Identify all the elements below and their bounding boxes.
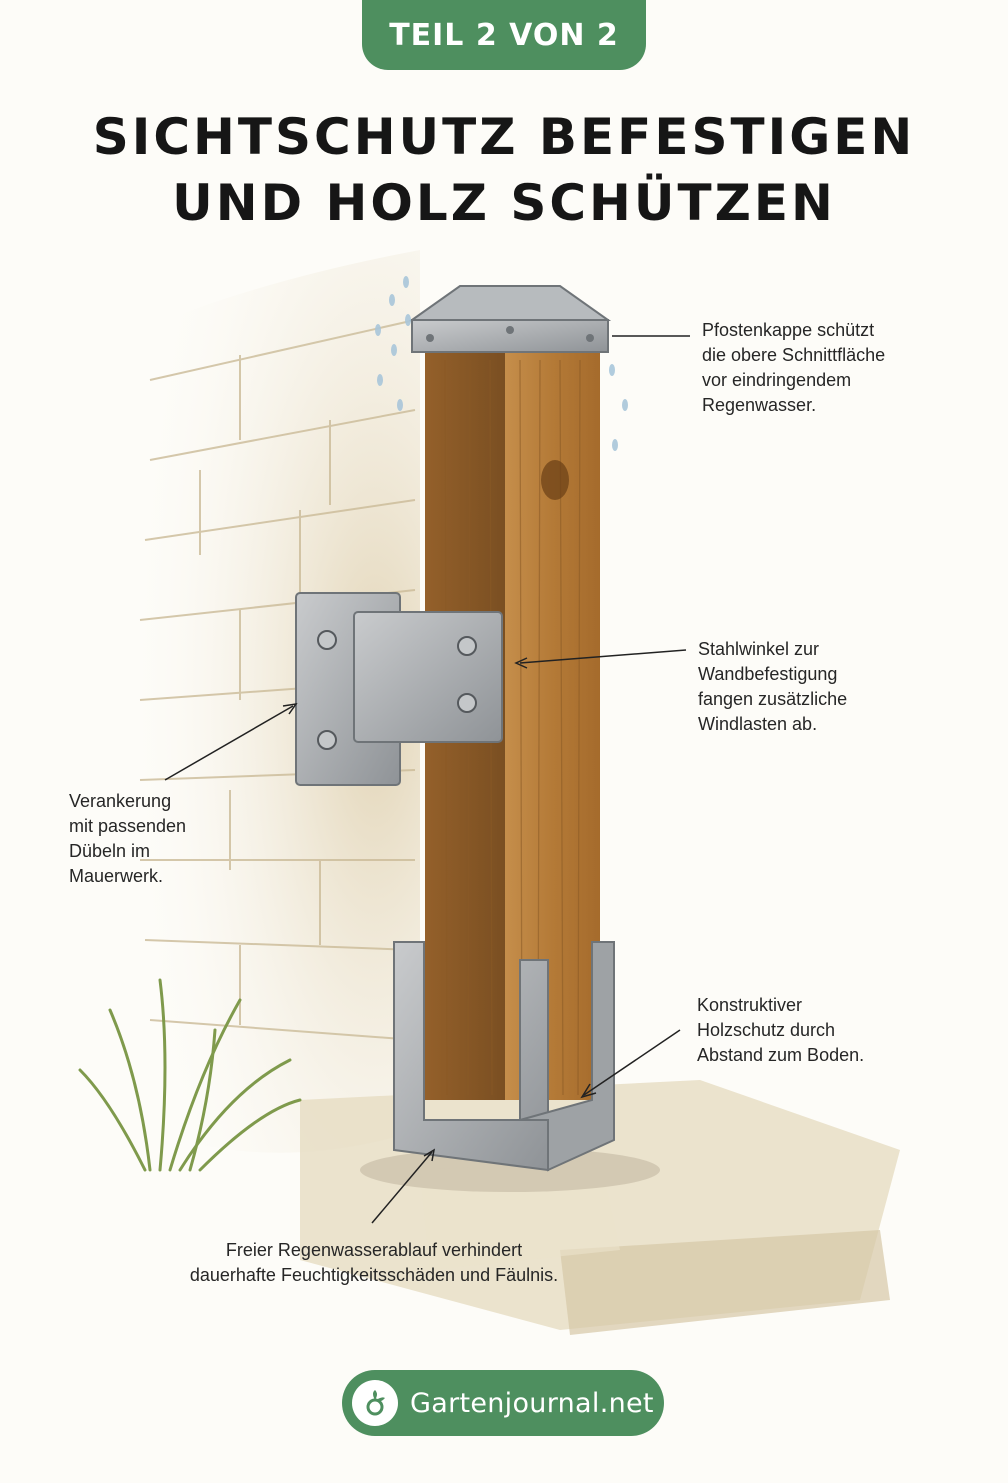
label-line: die obere Schnittfläche xyxy=(702,345,886,365)
label-line: mit passenden xyxy=(69,816,187,836)
label-line: Wandbefestigung xyxy=(698,664,838,684)
label-line: Stahlwinkel zur xyxy=(698,639,820,659)
steel-post-base xyxy=(393,941,615,1172)
label-line: vor eindringendem xyxy=(702,370,852,390)
post-cap xyxy=(408,285,612,353)
wood-knot xyxy=(541,460,569,500)
grass-tuft xyxy=(78,978,302,1172)
callout-lines xyxy=(164,335,690,1224)
label-line: Mauerwerk. xyxy=(69,866,164,886)
label-line: Abstand zum Boden. xyxy=(697,1045,865,1065)
part-badge: TEIL 2 VON 2 xyxy=(362,0,646,70)
label-drainage: Freier Regenwasserablauf verhindert daue… xyxy=(0,1238,748,1288)
title-line-2: UND HOLZ SCHÜTZEN xyxy=(172,174,836,232)
brand-name: Gartenjournal.net xyxy=(410,1387,654,1419)
label-line: Holzschutz durch xyxy=(697,1020,836,1040)
label-wood-protection: Konstruktiver Holzschutz durch Abstand z… xyxy=(697,993,864,1068)
label-line: Windlasten ab. xyxy=(698,714,818,734)
label-post-cap: Pfostenkappe schützt die obere Schnittfl… xyxy=(702,318,885,418)
brand-badge[interactable]: Gartenjournal.net xyxy=(342,1370,664,1436)
label-line: Konstruktiver xyxy=(697,995,803,1015)
label-line: dauerhafte Feuchtigkeitsschäden und Fäul… xyxy=(189,1265,559,1285)
label-steel-bracket: Stahlwinkel zur Wandbefestigung fangen z… xyxy=(698,637,847,737)
page-title: SICHTSCHUTZ BEFESTIGEN UND HOLZ SCHÜTZEN xyxy=(0,104,1008,236)
label-line: Regenwasser. xyxy=(702,395,817,415)
label-line: Verankerung xyxy=(69,791,172,811)
garden-logo-icon xyxy=(352,1380,398,1426)
label-line: Pfostenkappe schützt xyxy=(702,320,875,340)
steel-angle-bracket xyxy=(353,611,503,743)
title-line-1: SICHTSCHUTZ BEFESTIGEN xyxy=(92,108,916,166)
raindrops xyxy=(375,276,628,451)
label-anchoring: Verankerung mit passenden Dübeln im Maue… xyxy=(69,789,186,889)
label-line: fangen zusätzliche xyxy=(698,689,848,709)
label-line: Freier Regenwasserablauf verhindert xyxy=(225,1240,523,1260)
label-line: Dübeln im xyxy=(69,841,151,861)
